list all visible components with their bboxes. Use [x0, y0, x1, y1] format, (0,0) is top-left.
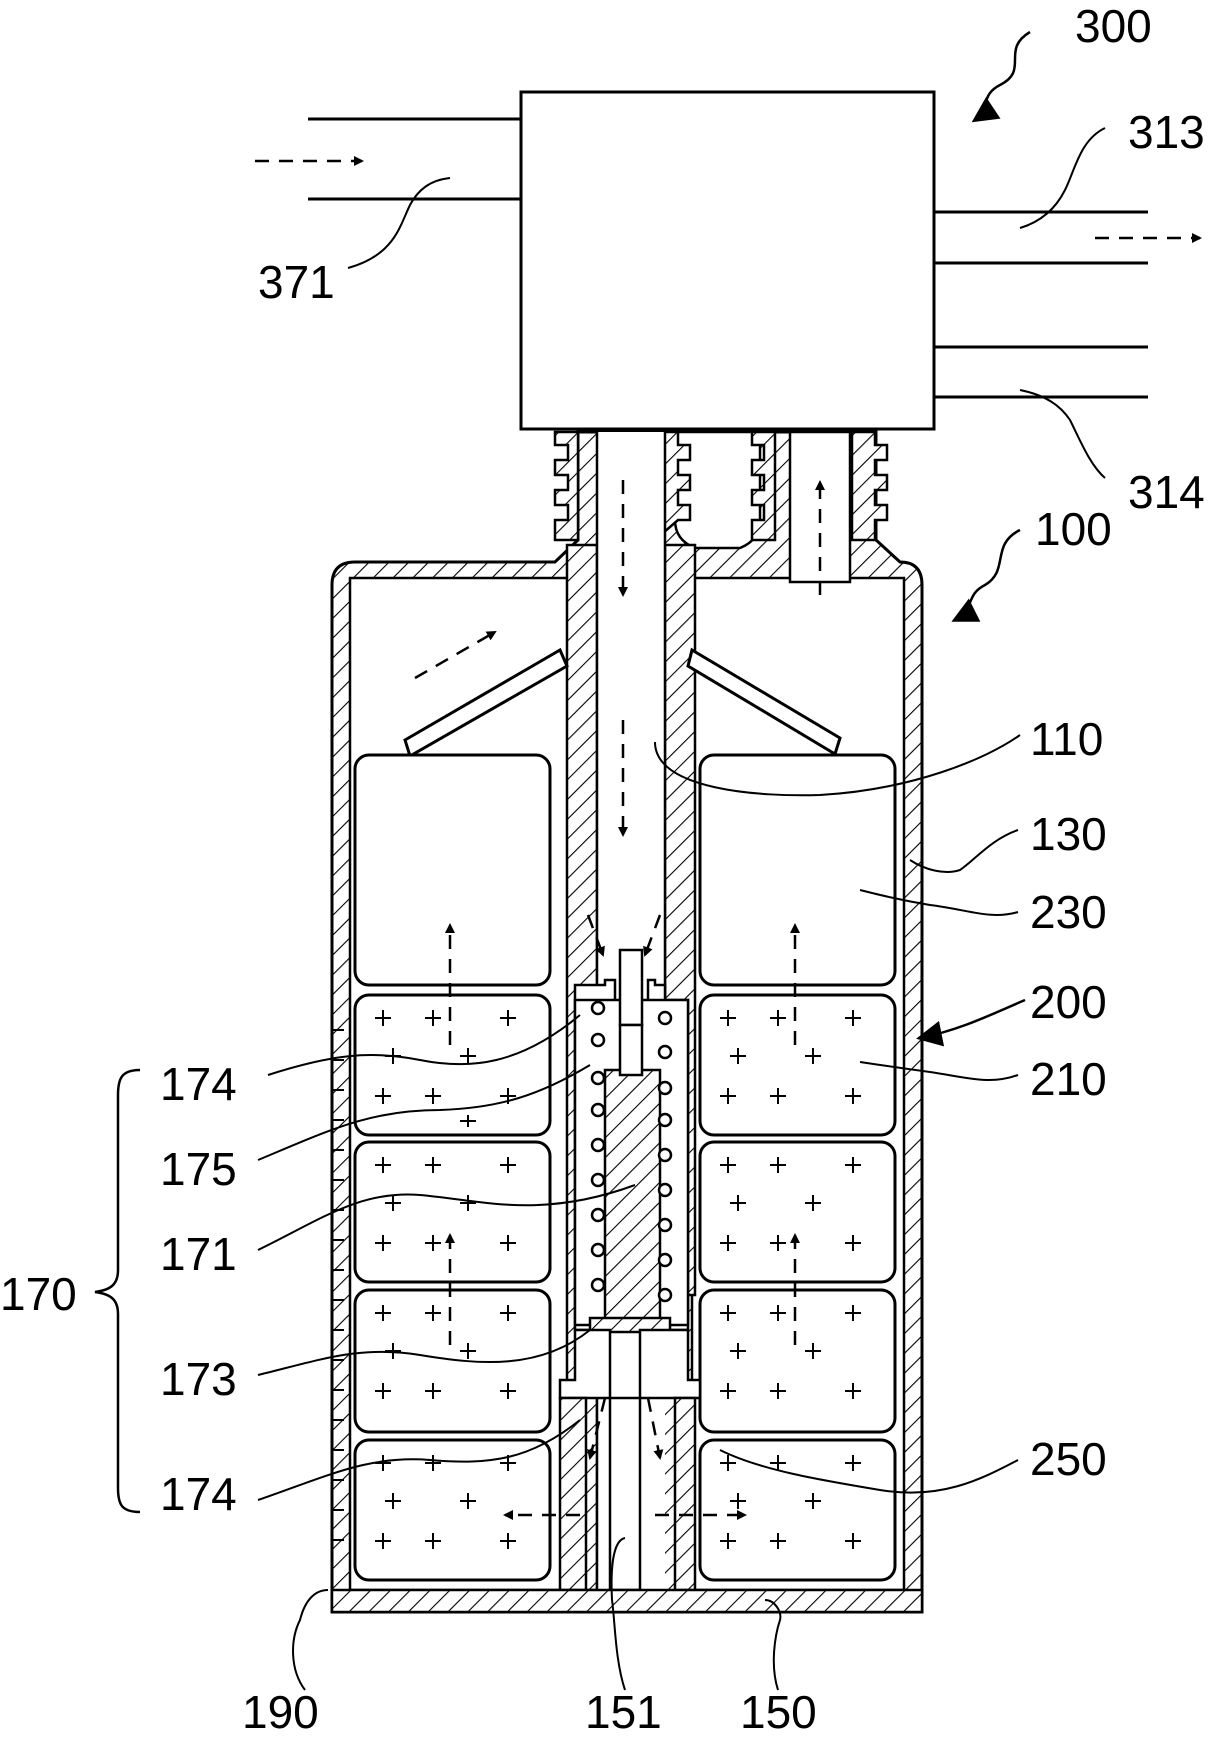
label-313: 313: [1128, 106, 1205, 158]
label-173: 173: [160, 1353, 237, 1405]
flow-arrows: [255, 156, 1202, 1520]
label-174-bottom: 174: [160, 1468, 237, 1520]
label-230: 230: [1030, 886, 1107, 938]
valve-spring: [590, 1000, 673, 1303]
label-314: 314: [1128, 466, 1205, 518]
label-151: 151: [585, 1686, 662, 1736]
label-190: 190: [242, 1686, 319, 1736]
label-150: 150: [740, 1686, 817, 1736]
label-110: 110: [1030, 713, 1103, 765]
outlet-pipe-313: [934, 210, 1148, 265]
label-174-top: 174: [160, 1058, 237, 1110]
label-130: 130: [1030, 808, 1107, 860]
cell-plus-marks: [375, 1010, 861, 1549]
filter-cells: [353, 753, 897, 1582]
label-250: 250: [1030, 1433, 1107, 1485]
label-300: 300: [1075, 0, 1152, 52]
bracket-170: [94, 1068, 141, 1514]
label-170: 170: [0, 1268, 77, 1320]
label-210: 210: [1030, 1053, 1107, 1105]
label-200: 200: [1030, 976, 1107, 1028]
label-171: 171: [160, 1228, 237, 1280]
label-175: 175: [160, 1143, 237, 1195]
label-100: 100: [1035, 503, 1112, 555]
manifold-block: [519, 90, 936, 431]
bottom-cap: [330, 1588, 924, 1614]
leader-lines: [257, 127, 1106, 1691]
outlet-pipe-314: [934, 345, 1148, 399]
inlet-pipe-371: [308, 117, 521, 201]
label-371: 371: [258, 256, 335, 308]
lower-valve-body: [558, 1328, 702, 1592]
reference-pointer-arrows: [916, 30, 1031, 1047]
